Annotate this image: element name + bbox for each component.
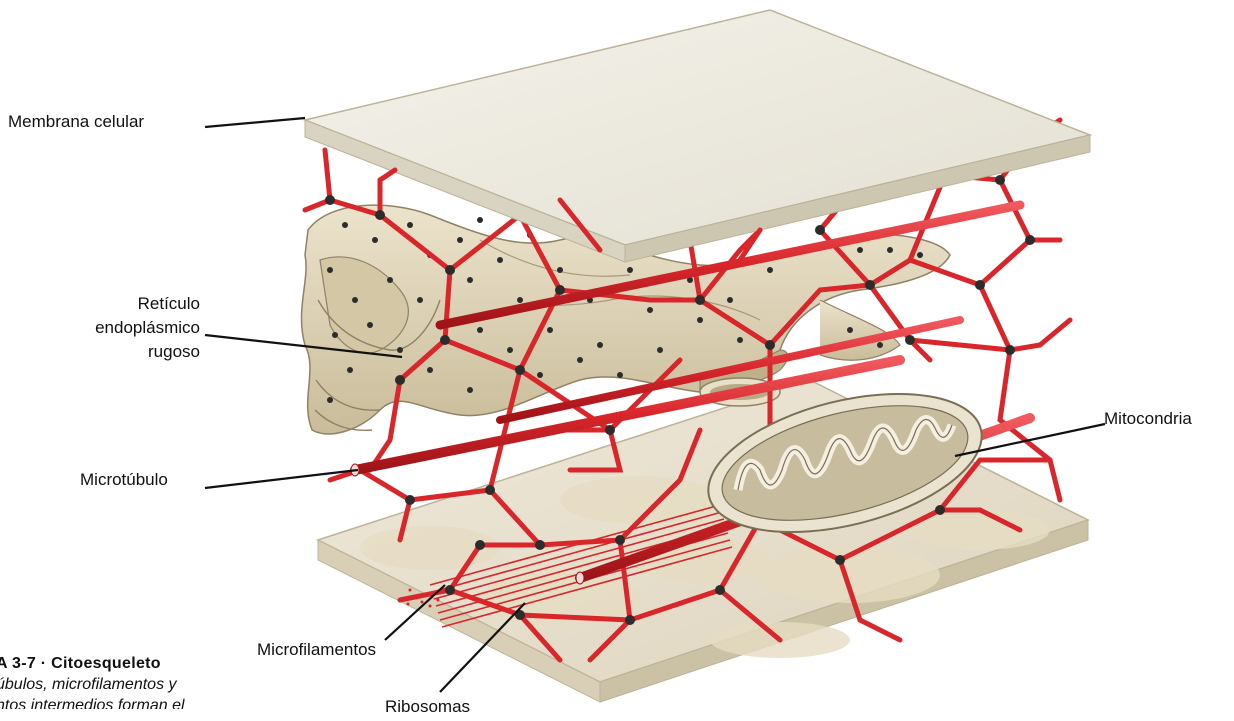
label-reticulo-line3: rugoso bbox=[60, 342, 200, 362]
label-mitocondria: Mitocondria bbox=[1104, 409, 1192, 429]
figure-caption-line1: úbulos, microfilamentos y bbox=[0, 676, 177, 694]
label-reticulo-line1: Retículo bbox=[60, 294, 200, 314]
label-microfilamentos: Microfilamentos bbox=[257, 640, 376, 660]
figure-caption-title: A 3-7 · Citoesqueleto bbox=[0, 655, 161, 673]
label-membrana-celular: Membrana celular bbox=[8, 112, 144, 132]
label-reticulo-line2: endoplásmico bbox=[40, 318, 200, 338]
label-microtubulo: Microtúbulo bbox=[80, 470, 168, 490]
label-ribosomas: Ribosomas bbox=[385, 697, 470, 717]
